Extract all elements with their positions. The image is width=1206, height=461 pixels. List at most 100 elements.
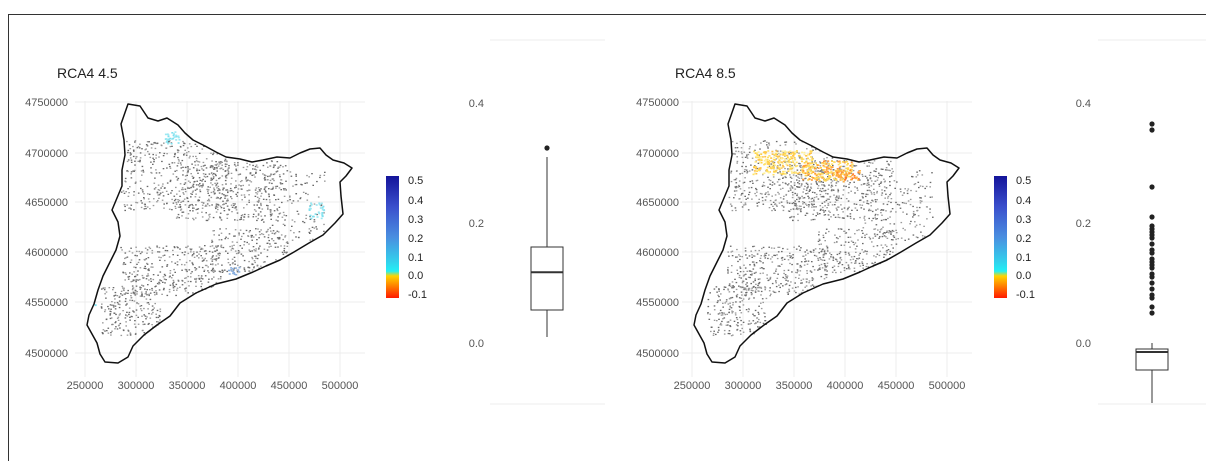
raster-cell: [252, 236, 255, 238]
raster-cell: [869, 162, 872, 164]
raster-cell: [763, 255, 766, 257]
raster-cell: [161, 160, 163, 163]
raster-cell: [799, 165, 801, 167]
raster-cell: [802, 158, 805, 160]
raster-cell: [240, 194, 243, 196]
raster-cell: [743, 288, 746, 290]
raster-cell: [130, 153, 132, 155]
raster-cell: [858, 262, 861, 265]
map-1-y-ticks: 4750000 4700000 4650000 4600000 4550000 …: [25, 97, 68, 360]
raster-cell: [805, 160, 808, 163]
raster-cell: [881, 192, 884, 194]
raster-cell: [794, 192, 796, 195]
raster-cell: [793, 290, 796, 292]
raster-cell: [780, 167, 783, 169]
raster-cell: [295, 236, 297, 238]
raster-cell: [136, 293, 138, 295]
raster-cell: [842, 178, 844, 180]
raster-cell: [167, 141, 170, 143]
legend-1-label: 0.4: [408, 195, 423, 207]
raster-cell: [791, 187, 794, 189]
raster-cell: [170, 142, 173, 145]
raster-cell: [250, 181, 253, 183]
raster-cell: [727, 269, 729, 271]
raster-cell: [824, 268, 826, 270]
raster-cell: [765, 169, 768, 171]
raster-cell: [749, 146, 751, 148]
raster-cell: [277, 231, 280, 233]
raster-cell: [882, 168, 884, 170]
raster-cell: [823, 179, 826, 181]
raster-cell: [155, 157, 157, 159]
raster-cell: [218, 161, 220, 163]
raster-cell: [286, 241, 289, 243]
raster-cell: [778, 159, 781, 161]
raster-cell: [878, 254, 881, 257]
raster-cell: [787, 151, 790, 154]
raster-cell: [142, 323, 145, 326]
raster-cell: [135, 266, 137, 269]
raster-cell: [129, 148, 132, 150]
raster-cell: [797, 196, 800, 198]
raster-cell: [260, 265, 262, 267]
raster-cell: [158, 283, 160, 285]
raster-cell: [754, 279, 756, 282]
raster-cell: [731, 310, 733, 312]
raster-cell: [869, 238, 872, 240]
raster-cell: [784, 152, 787, 154]
raster-cell: [216, 170, 218, 172]
raster-cell: [800, 185, 803, 187]
legend-2: 0.5 0.4 0.3 0.2 0.1 0.0 -0.1: [994, 175, 1035, 301]
raster-cell: [762, 272, 764, 274]
raster-cell: [774, 209, 776, 211]
raster-cell: [828, 218, 830, 221]
raster-cell: [216, 166, 218, 169]
raster-cell: [812, 265, 814, 268]
raster-cell: [757, 162, 760, 164]
raster-cell: [823, 160, 826, 162]
raster-cell: [745, 169, 748, 171]
raster-cell: [273, 173, 276, 175]
raster-cell: [784, 176, 786, 178]
raster-cell: [175, 283, 178, 286]
raster-cell: [825, 163, 828, 165]
raster-cell: [889, 169, 891, 172]
raster-cell: [721, 320, 723, 323]
raster-cell: [791, 271, 793, 273]
raster-cell: [222, 168, 224, 171]
raster-cell: [818, 181, 820, 183]
raster-cell: [234, 203, 236, 205]
raster-cell: [109, 310, 112, 312]
raster-cell: [910, 220, 912, 223]
raster-cell: [134, 140, 137, 142]
raster-cell: [777, 172, 779, 174]
raster-cell: [194, 161, 196, 163]
raster-cell: [876, 192, 878, 194]
raster-cell: [720, 322, 722, 325]
raster-cell: [896, 181, 898, 183]
raster-cell: [266, 242, 269, 244]
raster-cell: [237, 269, 240, 271]
raster-cell: [231, 262, 234, 264]
raster-cell: [774, 194, 777, 196]
raster-cell: [181, 280, 184, 282]
raster-cell: [802, 165, 805, 167]
raster-cell: [210, 177, 213, 179]
raster-cell: [756, 321, 759, 323]
raster-cell: [220, 246, 223, 248]
raster-cell: [868, 189, 870, 191]
raster-cell: [818, 176, 821, 179]
raster-cell: [826, 270, 828, 272]
raster-cell: [751, 287, 753, 289]
raster-cell: [772, 173, 775, 176]
raster-cell: [742, 331, 745, 333]
raster-cell: [859, 216, 861, 219]
raster-cell: [783, 195, 785, 197]
raster-cell: [216, 182, 219, 184]
raster-cell: [282, 211, 285, 214]
raster-cell: [895, 229, 897, 231]
raster-cell: [880, 209, 882, 211]
raster-cell: [816, 183, 818, 185]
raster-cell: [758, 290, 760, 292]
raster-cell: [270, 174, 272, 176]
